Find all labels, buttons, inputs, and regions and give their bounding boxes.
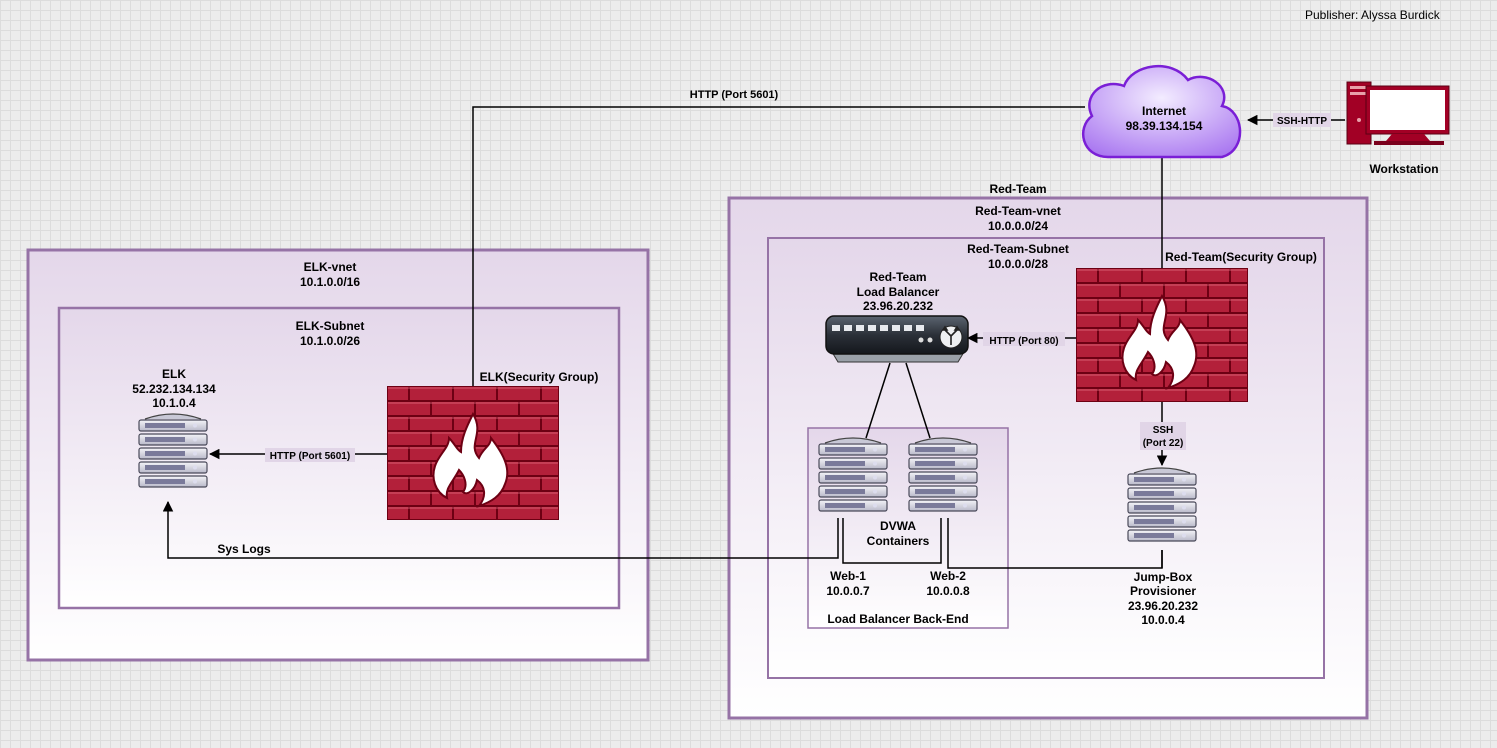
edge-label-ssh-http: SSH-HTTP bbox=[1277, 116, 1327, 127]
edge-lb-to-web1 bbox=[865, 362, 891, 439]
edge-label-bg-ssh22 bbox=[1140, 422, 1186, 450]
jumpbox-label-line2: Provisioner bbox=[1130, 584, 1196, 598]
red-team-vnet-name: Red-Team-vnet bbox=[975, 204, 1061, 218]
edge-web1-web2-link bbox=[842, 518, 942, 564]
internet-cloud-icon bbox=[1082, 65, 1242, 159]
internet-ip: 98.39.134.154 bbox=[1126, 119, 1203, 133]
jumpbox-private-ip: 10.0.0.4 bbox=[1141, 613, 1185, 627]
lb-label-line1: Red-Team bbox=[869, 270, 926, 284]
jumpbox-label-line1: Jump-Box bbox=[1134, 570, 1193, 584]
elk-vnet-name: ELK-vnet bbox=[304, 260, 357, 274]
jumpbox-server-icon bbox=[1127, 467, 1197, 542]
edge-label-http80: HTTP (Port 80) bbox=[989, 336, 1058, 347]
web1-ip: 10.0.0.7 bbox=[826, 584, 870, 598]
elk-server-public-ip: 52.232.134.134 bbox=[132, 382, 216, 396]
web1-server-icon bbox=[818, 437, 888, 512]
red-team-label: Red-Team bbox=[989, 182, 1046, 196]
edge-lb-to-web2 bbox=[905, 362, 931, 439]
lb-label-line2: Load Balancer bbox=[857, 285, 940, 299]
web2-name: Web-2 bbox=[930, 569, 966, 583]
edge-label-syslogs: Sys Logs bbox=[217, 542, 271, 556]
lb-ip: 23.96.20.232 bbox=[863, 299, 933, 313]
edge-label-ssh: SSH bbox=[1153, 425, 1174, 436]
internet-label: Internet bbox=[1142, 104, 1186, 118]
edge-label-port22: (Port 22) bbox=[1143, 438, 1184, 449]
edge-syslogs bbox=[162, 500, 839, 559]
elk-server-name: ELK bbox=[162, 367, 186, 381]
edge-label-bg-http5601 bbox=[265, 448, 355, 462]
edge-internet-to-elk-firewall bbox=[472, 106, 1085, 388]
backend-label: Load Balancer Back-End bbox=[827, 612, 968, 626]
elk-subnet-cidr: 10.1.0.0/26 bbox=[300, 334, 360, 348]
load-balancer-icon bbox=[825, 315, 969, 363]
dvwa-label-line2: Containers bbox=[867, 534, 930, 548]
elk-subnet-name: ELK-Subnet bbox=[296, 319, 365, 333]
edge-label-http5601: HTTP (Port 5601) bbox=[270, 451, 350, 462]
elk-vnet-cidr: 10.1.0.0/16 bbox=[300, 275, 360, 289]
dvwa-label-line1: DVWA bbox=[880, 519, 916, 533]
web2-ip: 10.0.0.8 bbox=[926, 584, 970, 598]
red-team-subnet-name: Red-Team-Subnet bbox=[967, 242, 1069, 256]
red-team-vnet-cidr: 10.0.0.0/24 bbox=[988, 219, 1048, 233]
workstation-icon bbox=[1346, 81, 1450, 145]
web2-server-icon bbox=[908, 437, 978, 512]
elk-server-private-ip: 10.1.0.4 bbox=[152, 396, 196, 410]
red-team-firewall-icon bbox=[1076, 268, 1248, 402]
elk-firewall-icon bbox=[387, 386, 559, 520]
web1-name: Web-1 bbox=[830, 569, 866, 583]
elk-security-group-label: ELK(Security Group) bbox=[480, 370, 599, 384]
red-team-subnet-cidr: 10.0.0.0/28 bbox=[988, 257, 1048, 271]
elk-server-icon bbox=[138, 413, 208, 488]
jumpbox-public-ip: 23.96.20.232 bbox=[1128, 599, 1198, 613]
publisher-credit: Publisher: Alyssa Burdick bbox=[1305, 8, 1441, 22]
edge-label-bg-http80 bbox=[983, 332, 1065, 346]
edge-label-bg-ssh-http bbox=[1273, 113, 1331, 127]
workstation-label: Workstation bbox=[1369, 162, 1438, 176]
red-team-security-group-label: Red-Team(Security Group) bbox=[1165, 250, 1317, 264]
edge-label-internet-elk: HTTP (Port 5601) bbox=[690, 89, 779, 101]
